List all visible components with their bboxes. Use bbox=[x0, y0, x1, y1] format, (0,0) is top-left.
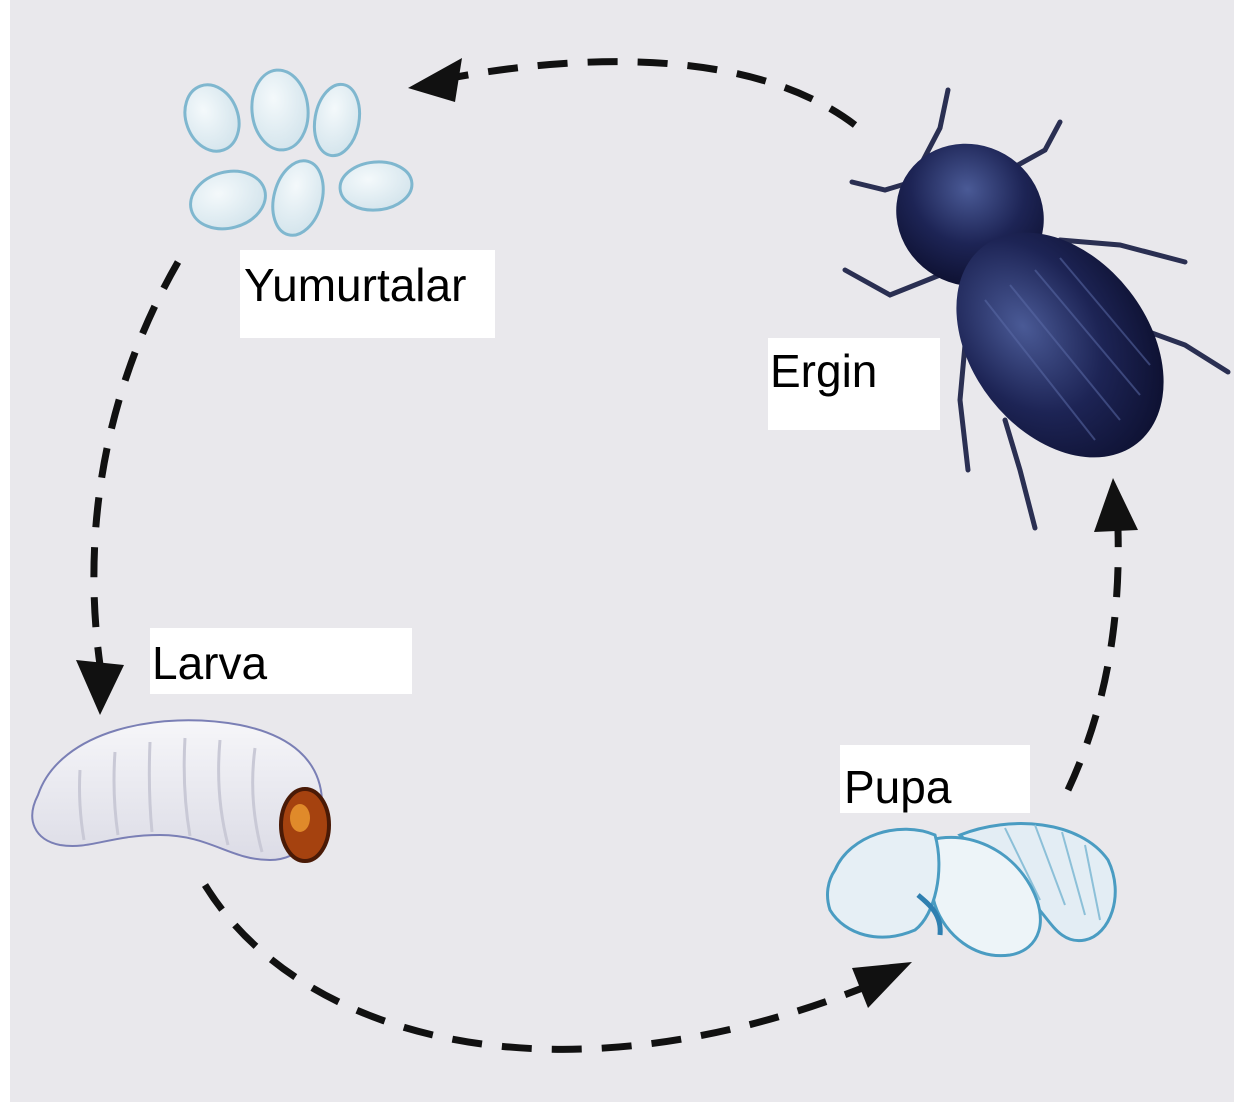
left-margin bbox=[0, 0, 10, 1102]
stage-label-larva: Larva bbox=[152, 640, 267, 686]
pupa-icon bbox=[828, 824, 1116, 956]
stage-label-adult: Ergin bbox=[770, 348, 877, 394]
background bbox=[10, 0, 1234, 1102]
stage-label-pupa: Pupa bbox=[844, 764, 951, 810]
stage-label-eggs: Yumurtalar bbox=[244, 262, 466, 308]
